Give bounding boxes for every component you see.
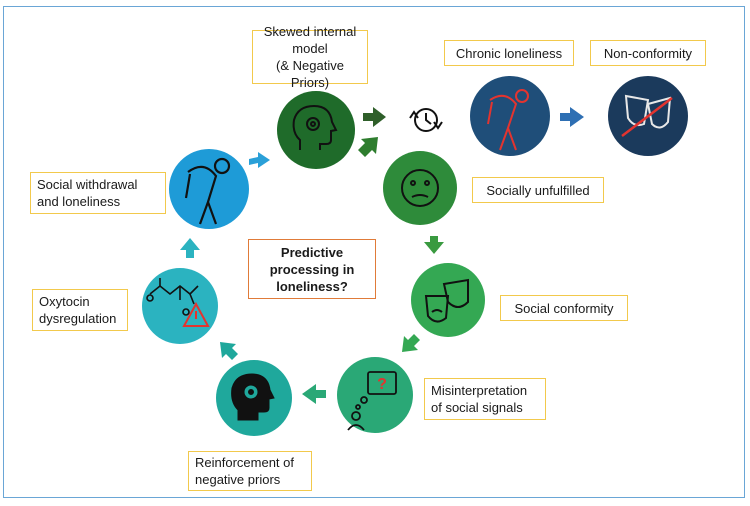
node-chronic-loneliness: [470, 76, 550, 156]
arrow-skewed-to-unfulfilled: [358, 137, 378, 157]
arrow-unfulfilled-to-conformity: [424, 236, 444, 254]
label-skewed-internal-model: Skewed internal model (& Negative Priors…: [252, 24, 368, 90]
label-socially-unfulfilled: Socially unfulfilled: [472, 177, 604, 203]
molecule-warning-icon: [146, 278, 199, 316]
label-social-conformity: Social conformity: [500, 295, 628, 321]
node-misinterpretation: ?: [337, 357, 413, 433]
label-misinterpretation: Misinterpretation of social signals: [424, 378, 546, 420]
arrow-reinforcement-to-oxytocin: [220, 342, 238, 360]
diagram-frame: [3, 6, 745, 498]
slouched-person-icon: [184, 157, 231, 225]
node-cycle-clock: [409, 108, 443, 132]
sad-face-icon: [401, 169, 439, 207]
label-chronic-loneliness: Chronic loneliness: [444, 40, 574, 66]
node-social-withdrawal: [169, 149, 249, 229]
arrows: [180, 107, 584, 404]
node-non-conformity: [608, 76, 688, 156]
arrow-misinterp-to-reinforcement: [302, 384, 326, 404]
center-question-box: Predictive processing in loneliness?: [248, 239, 376, 299]
head-gear-icon: [231, 373, 275, 421]
speech-bubble-question-icon: [347, 371, 397, 431]
head-gear-icon: [292, 104, 338, 150]
node-socially-unfulfilled: [383, 151, 457, 225]
arrow-conformity-to-misinterp: [402, 334, 420, 352]
label-oxytocin: Oxytocin dysregulation: [32, 289, 128, 331]
question-mark-glyph: ?: [377, 376, 387, 393]
node-oxytocin: [142, 268, 218, 344]
cycle-clock-icon: [409, 108, 443, 132]
node-social-conformity: [411, 263, 485, 337]
arrow-oxytocin-to-withdrawal: [180, 238, 200, 258]
arrow-skewed-to-clock: [363, 107, 386, 127]
label-social-withdrawal: Social withdrawal and loneliness: [30, 172, 166, 214]
label-non-conformity: Non-conformity: [590, 40, 706, 66]
theater-masks-icon: [424, 278, 469, 323]
node-reinforcement: [216, 360, 292, 436]
node-skewed-model: [277, 91, 355, 169]
slouched-person-icon: [487, 89, 529, 151]
arrow-chronic-to-non: [560, 107, 584, 127]
arrow-withdrawal-to-skewed: [249, 152, 270, 168]
label-reinforcement: Reinforcement of negative priors: [188, 451, 312, 491]
